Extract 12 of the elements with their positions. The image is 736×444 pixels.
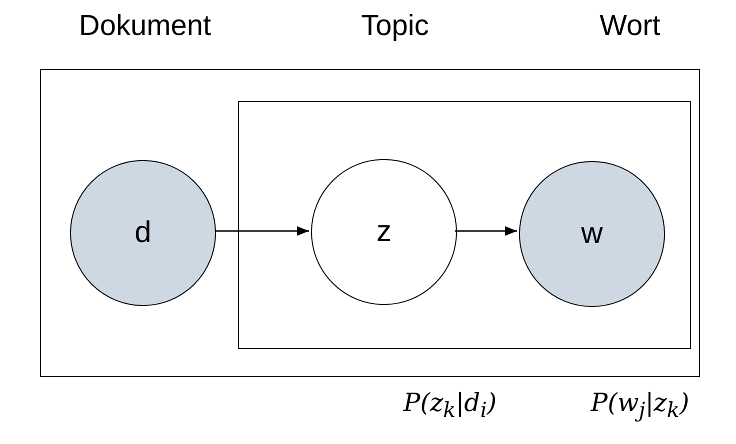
probability-formula: P(w$_{j}$|z$_{k}$)	[590, 388, 690, 422]
column-heading: Topic	[361, 10, 429, 43]
probability-formula: P(z$_{k}$|d$_{i}$)	[403, 388, 497, 422]
arrow	[215, 226, 309, 236]
arrow	[455, 226, 517, 236]
column-heading: Wort	[600, 10, 660, 43]
variable-label: w	[581, 217, 603, 251]
variable-label: d	[134, 216, 152, 250]
plate-box	[40, 69, 700, 377]
variable-label: z	[376, 215, 392, 249]
plate-box	[238, 101, 691, 349]
column-heading: Dokument	[78, 10, 212, 43]
